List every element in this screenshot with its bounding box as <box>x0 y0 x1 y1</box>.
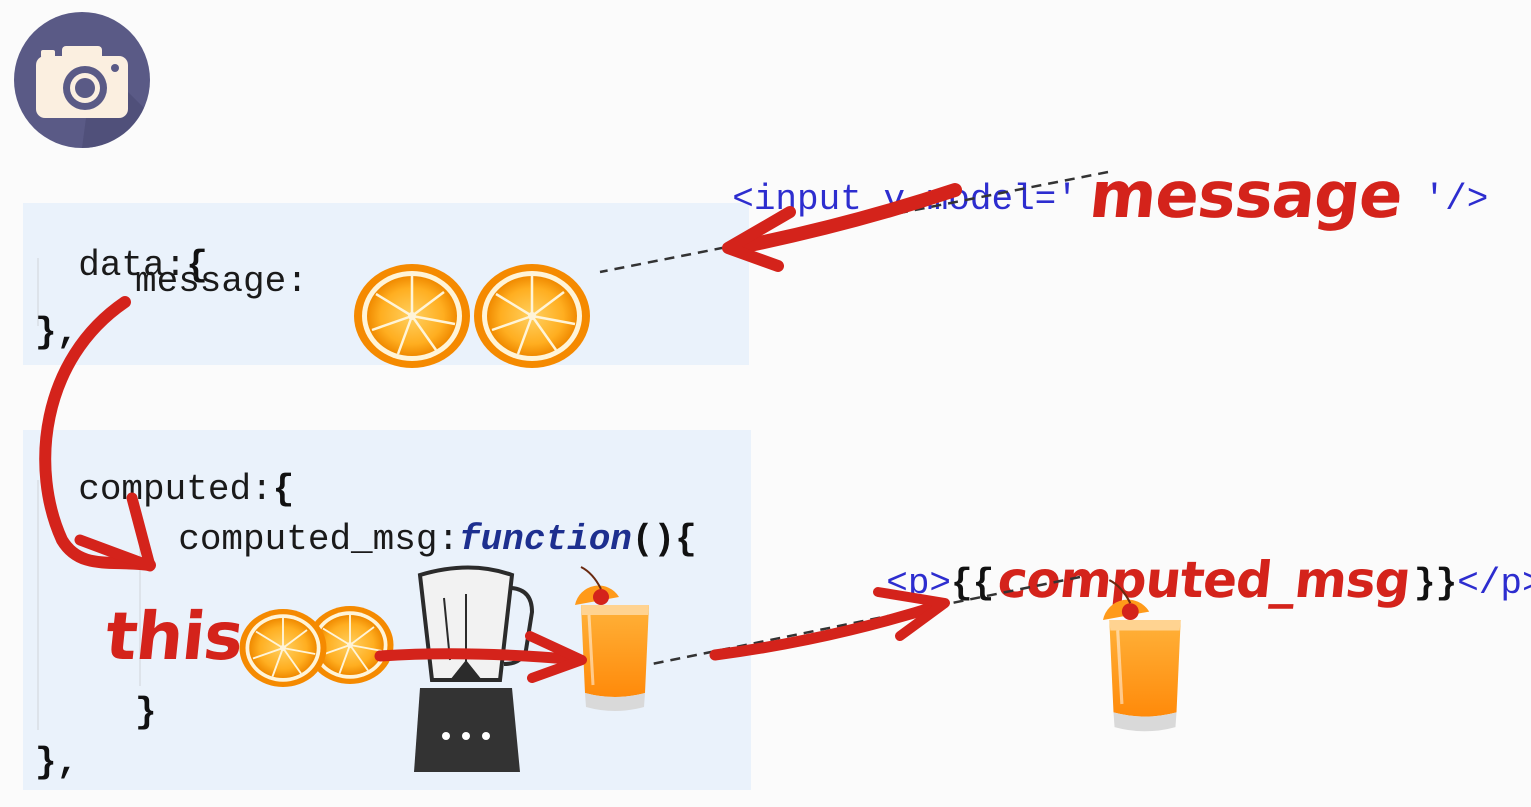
input-tag-close: '/> <box>1423 179 1489 220</box>
computed-keyword: computed: <box>78 469 273 510</box>
function-parens: () <box>631 519 676 560</box>
data-message-label: message: <box>135 261 308 302</box>
data-brace-open: { <box>186 245 208 286</box>
data-close: }, <box>35 312 79 353</box>
data-guide-line <box>37 258 39 326</box>
computed-open-line: computed:{ <box>35 436 294 508</box>
function-keyword: function <box>459 519 632 560</box>
computed-prop-label: computed_msg: <box>178 519 460 560</box>
blender-illustration <box>414 565 535 772</box>
fn-guide-line <box>139 536 141 686</box>
computed-brace-open: { <box>272 469 295 510</box>
mustache-close: }} <box>1413 563 1458 604</box>
data-keyword: data: <box>78 245 187 286</box>
camera-icon <box>14 12 150 149</box>
computed-close: }, <box>35 742 79 783</box>
data-open-line: data:{ <box>35 212 208 284</box>
computed-guide-line <box>37 480 39 730</box>
input-tag-open: <input v-model=' <box>732 179 1078 220</box>
input-tag-line: <input v-model='message'/> <box>689 128 1489 233</box>
computed-fn-line: computed_msg:function(){ <box>135 486 697 558</box>
function-brace-open: { <box>675 519 697 560</box>
function-close: } <box>135 692 157 733</box>
p-tag-close: </p> <box>1457 563 1531 604</box>
